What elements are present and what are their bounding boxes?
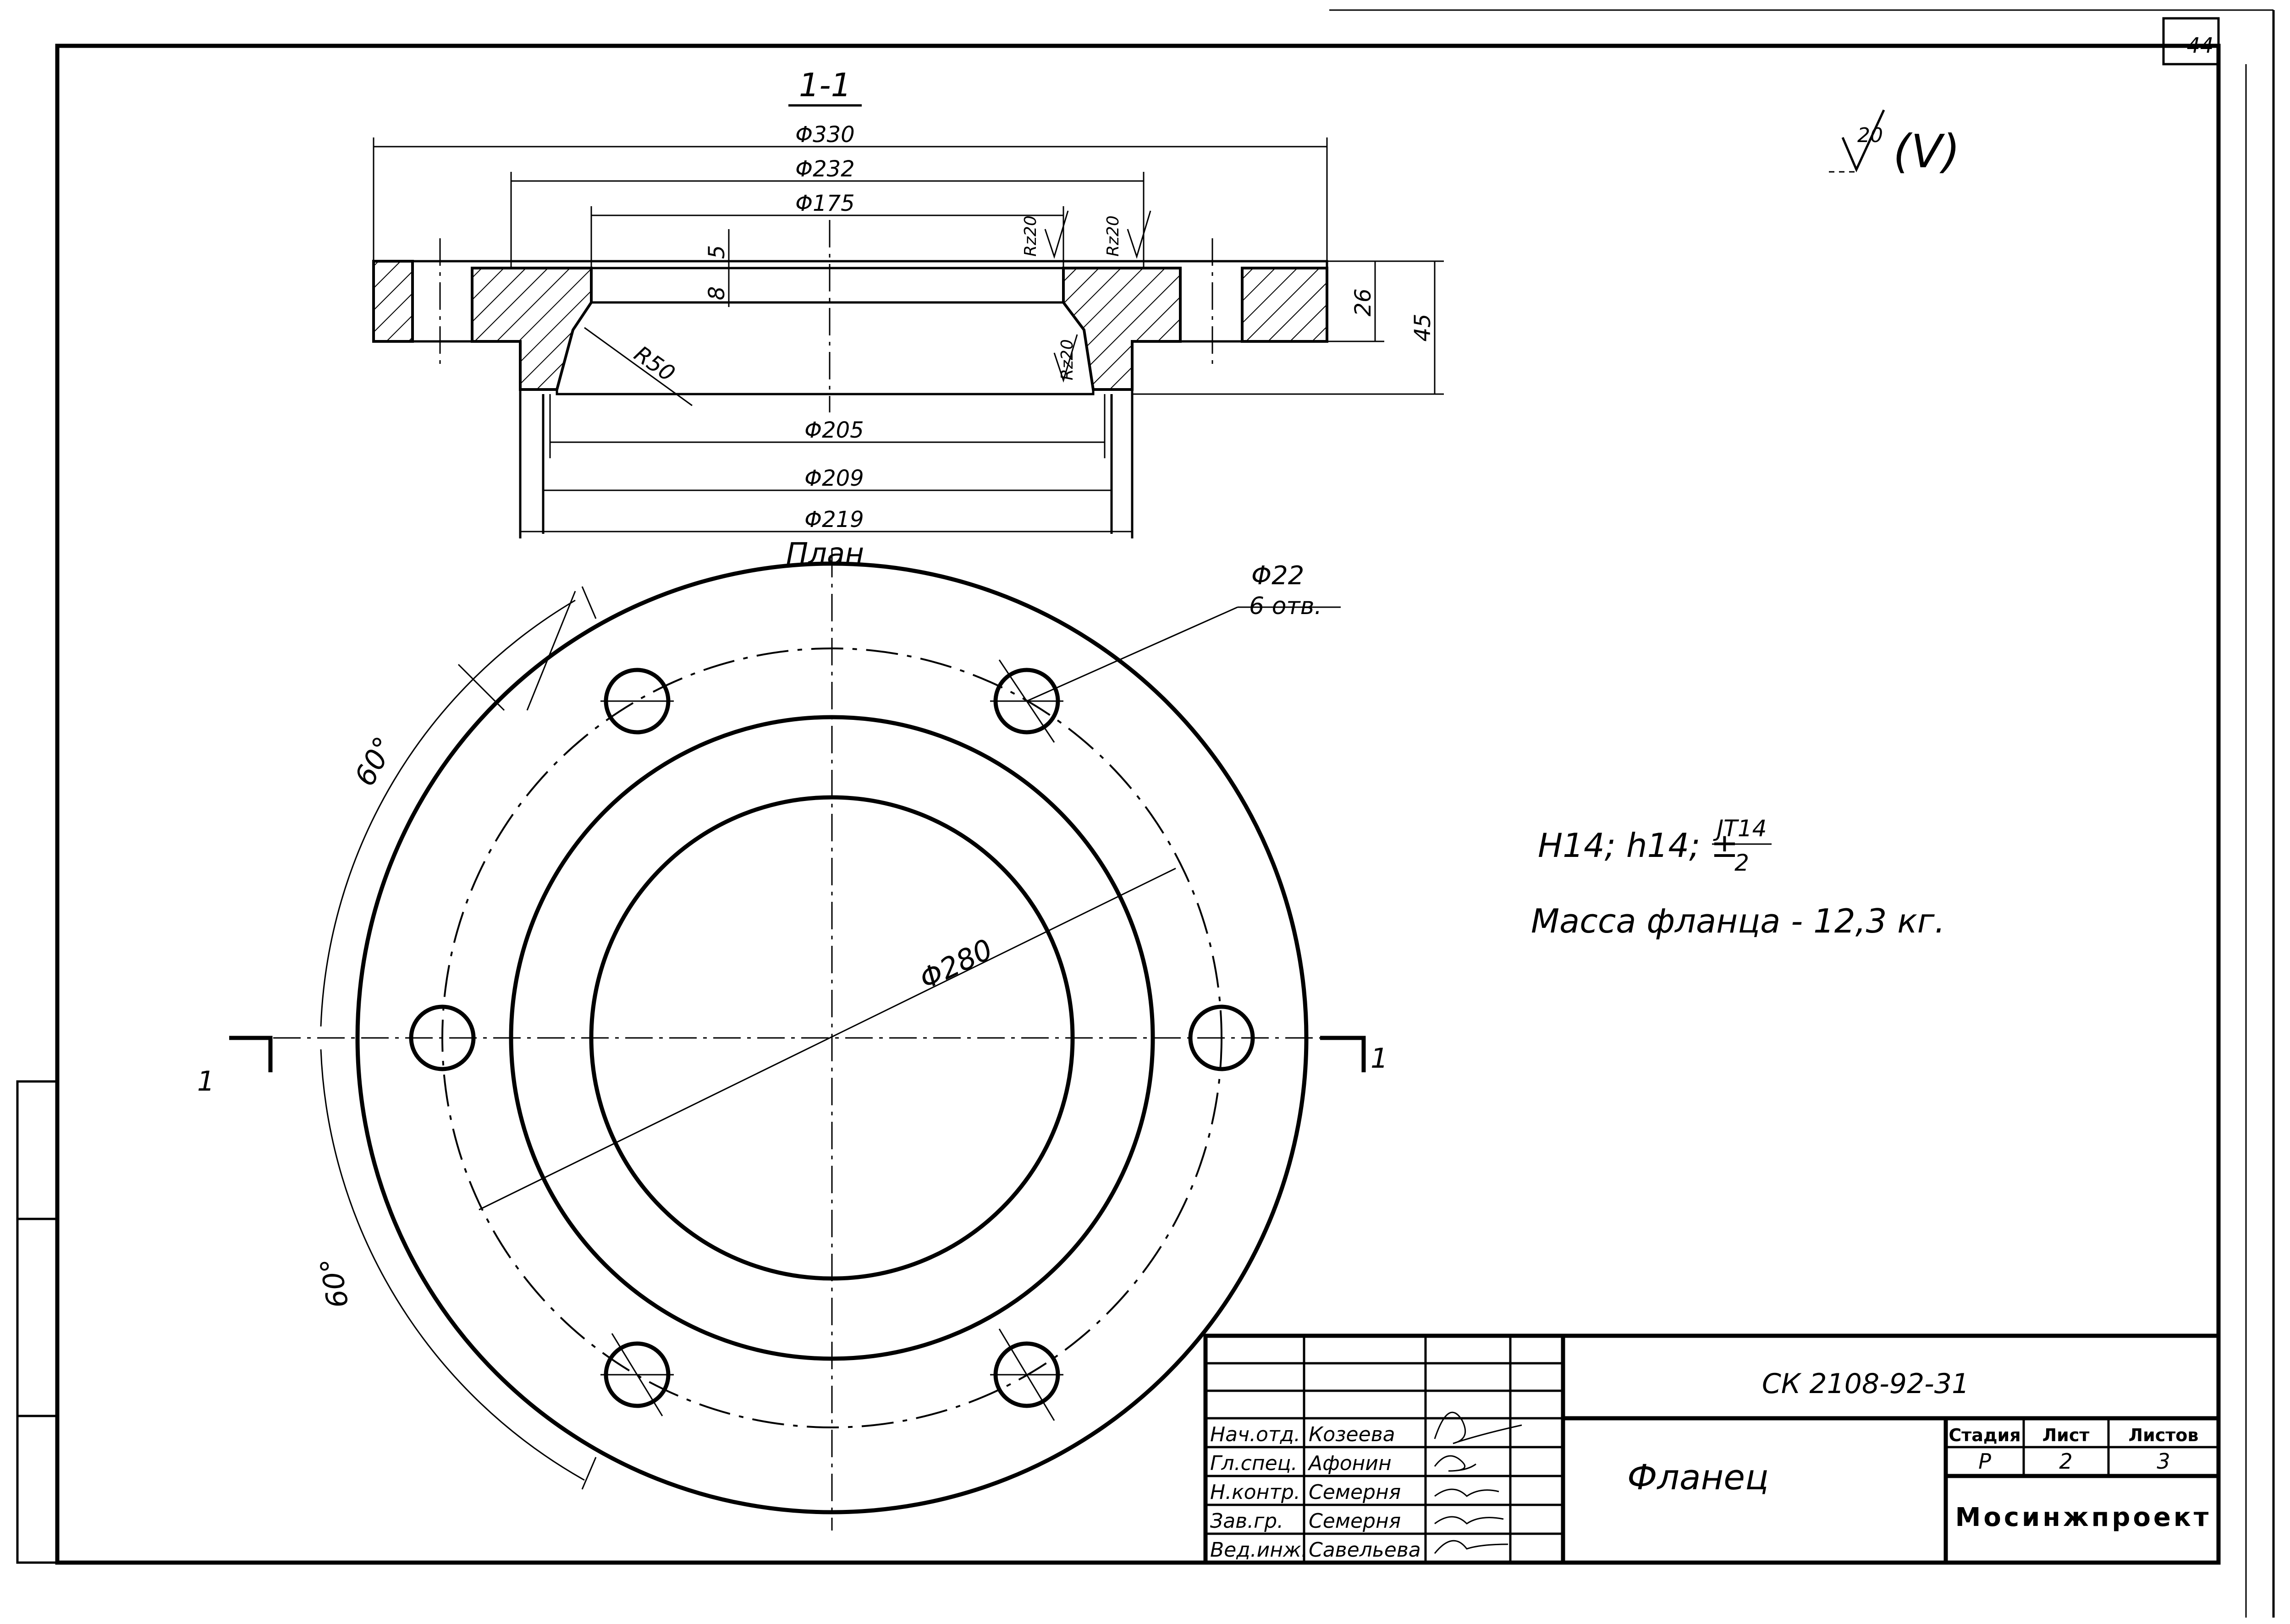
tolerance-num: JT14 xyxy=(1713,815,1767,842)
rz-mark-2: Rz20 xyxy=(1104,215,1123,257)
plan-view xyxy=(229,550,1366,1531)
dim-d219: Φ219 xyxy=(804,507,864,532)
sheet-frame xyxy=(16,9,2275,1618)
staff-name-4: Савельева xyxy=(1309,1538,1421,1562)
title-block xyxy=(1203,1333,2221,1565)
cut-mark-right: 1 xyxy=(1371,1042,1388,1075)
section-view xyxy=(372,220,1328,538)
stage-value: Р xyxy=(1978,1449,1991,1474)
cut-mark-left: 1 xyxy=(197,1065,215,1097)
notes: H14; h14; ± JT14 2 Масса фланца - 12,3 к… xyxy=(1531,815,1945,940)
tolerance-den: 2 xyxy=(1734,850,1749,876)
roughness-symbol: 20 (V) xyxy=(1829,109,1960,178)
roughness-note: (V) xyxy=(1893,125,1960,178)
dim-d209: Φ209 xyxy=(804,466,864,491)
staff-name-1: Афонин xyxy=(1307,1452,1392,1475)
staff-rows: Нач.отд. Козеева Гл.спец. Афонин Н.контр… xyxy=(1210,1423,1421,1562)
section-label: 1-1 xyxy=(799,66,851,104)
signatures xyxy=(1434,1411,1522,1554)
dim-d205: Φ205 xyxy=(804,417,864,443)
dim-h45: 45 xyxy=(1410,313,1436,341)
dim-d232: Φ232 xyxy=(795,156,854,182)
sheet-header: Лист xyxy=(2042,1425,2090,1445)
staff-role-1: Гл.спец. xyxy=(1210,1452,1298,1475)
rz-mark-1: Rz20 xyxy=(1021,215,1040,257)
staff-name-0: Козеева xyxy=(1309,1423,1395,1446)
staff-role-4: Вед.инж. xyxy=(1210,1538,1308,1562)
holes-dia: Φ22 xyxy=(1251,561,1304,591)
staff-role-3: Зав.гр. xyxy=(1210,1509,1283,1533)
item-name: Фланец xyxy=(1627,1457,1769,1498)
staff-role-2: Н.контр. xyxy=(1210,1481,1300,1504)
angle-bottom: 60° xyxy=(314,1255,355,1311)
bolt-circle-dim: Φ280 xyxy=(914,933,998,996)
sheet-value: 2 xyxy=(2059,1449,2072,1474)
page-number: 44 xyxy=(2187,33,2214,58)
tolerance-prefix: H14; h14; ± xyxy=(1538,826,1739,865)
holes-count: 6 отв. xyxy=(1249,593,1322,620)
roughness-value: 20 xyxy=(1857,124,1883,147)
dim-d175: Φ175 xyxy=(795,191,854,216)
dim-h26: 26 xyxy=(1350,288,1376,316)
staff-name-3: Семерня xyxy=(1309,1509,1401,1533)
dim-h8: 8 xyxy=(704,286,730,301)
sheets-header: Листов xyxy=(2129,1425,2199,1445)
bolt-holes xyxy=(409,659,1255,1421)
stage-header: Стадия xyxy=(1949,1425,2020,1445)
dim-d330: Φ330 xyxy=(795,122,854,148)
dim-h5: 5 xyxy=(704,245,730,259)
staff-role-0: Нач.отд. xyxy=(1210,1423,1300,1446)
staff-name-2: Семерня xyxy=(1309,1481,1401,1504)
dim-r50: R50 xyxy=(629,341,679,387)
organization: Мосинжпроект xyxy=(1955,1503,2212,1532)
doc-code: СК 2108-92-31 xyxy=(1762,1368,1969,1400)
sheets-value: 3 xyxy=(2157,1449,2170,1474)
mass-note: Масса фланца - 12,3 кг. xyxy=(1531,902,1945,940)
